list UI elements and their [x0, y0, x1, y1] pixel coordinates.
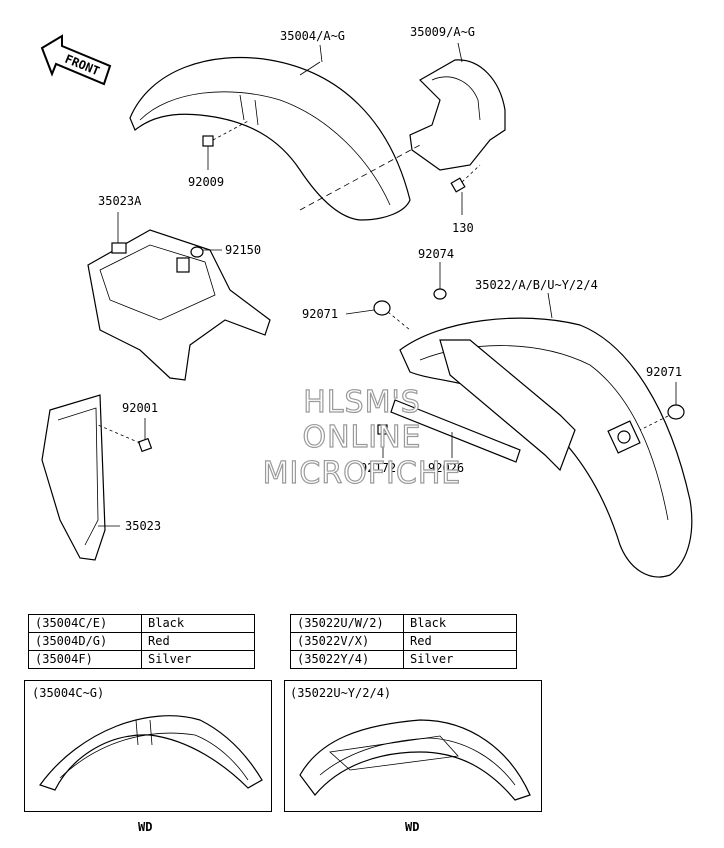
table-row: (35022V/X)Red [290, 632, 517, 651]
bolt-92001 [97, 418, 153, 453]
color-name: Black [403, 614, 517, 633]
front-arrow-icon: FRONT [40, 34, 112, 86]
bracket-35009 [299, 42, 506, 211]
color-name: Red [141, 632, 255, 651]
part-code: (35004C/E) [28, 614, 142, 633]
callout-130: 130 [452, 221, 474, 235]
washer-92071-right [639, 382, 685, 431]
callout-35004: 35004/A~G [280, 29, 345, 43]
callout-35022: 35022/A/B/U~Y/2/4 [475, 278, 598, 292]
part-code: (35004F) [28, 650, 142, 669]
bolt-130 [450, 164, 481, 215]
table-row: (35022U/W/2)Black [290, 614, 517, 633]
color-name: Red [403, 632, 517, 651]
callout-35009: 35009/A~G [410, 25, 475, 39]
part-code: (35022V/X) [290, 632, 404, 651]
callout-92071-left: 92071 [302, 307, 338, 321]
rear-fender-35022 [399, 317, 693, 578]
callout-92026: 92026 [428, 461, 464, 475]
front-fender-35004 [129, 56, 411, 221]
color-name: Black [141, 614, 255, 633]
washer-92074 [433, 262, 447, 300]
table-row: (35022Y/4)Silver [290, 650, 517, 669]
callout-92009: 92009 [188, 175, 224, 189]
watermark-line-2: ONLINE [302, 420, 421, 455]
part-code: (35004D/G) [28, 632, 142, 651]
bolt-92172 [377, 424, 388, 458]
part-code: (35022U/W/2) [290, 614, 404, 633]
callout-92074: 92074 [418, 247, 454, 261]
cover-35023 [41, 394, 120, 561]
washer-92071-left [345, 300, 411, 331]
callout-35023: 35023 [125, 519, 161, 533]
detail-front-fender [39, 715, 263, 791]
detail-label-front: (35004C~G) [32, 686, 105, 700]
bolt-92009 [202, 119, 251, 170]
color-table-front: (35004C/E)Black (35004D/G)Red (35004F)Si… [28, 614, 255, 669]
color-table-rear: (35022U/W/2)Black (35022V/X)Red (35022Y/… [290, 614, 517, 669]
watermark-line-3: MICROFICHE [263, 456, 462, 491]
detail-box-front [24, 680, 272, 812]
grommet-92150 [190, 246, 222, 258]
watermark-line-1: HLSM'S [303, 385, 421, 420]
table-row: (35004D/G)Red [28, 632, 255, 651]
callout-92001: 92001 [122, 401, 158, 415]
callout-35023A: 35023A [98, 194, 142, 208]
stay-92026 [390, 399, 521, 463]
part-code: (35022Y/4) [290, 650, 404, 669]
table-row: (35004C/E)Black [28, 614, 255, 633]
detail-note-rear: WD [405, 820, 420, 834]
color-name: Silver [403, 650, 517, 669]
detail-note-front: WD [138, 820, 153, 834]
detail-label-rear: (35022U~Y/2/4) [290, 686, 392, 700]
tray-35023A [87, 212, 271, 381]
callout-92071-right: 92071 [646, 365, 682, 379]
detail-box-rear [284, 680, 542, 812]
callout-92150: 92150 [225, 243, 261, 257]
table-row: (35004F)Silver [28, 650, 255, 669]
detail-rear-fender [299, 719, 531, 801]
color-name: Silver [141, 650, 255, 669]
callout-92172: 92172 [360, 461, 396, 475]
